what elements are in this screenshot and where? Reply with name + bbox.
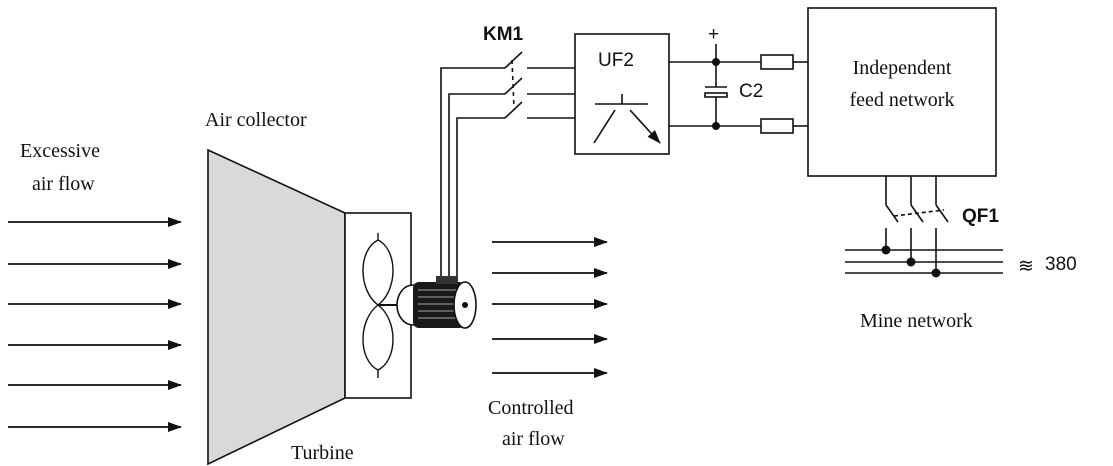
- network-node-1: [881, 245, 891, 255]
- converter-icon: [574, 33, 670, 155]
- voltage-label: 380: [1045, 254, 1077, 275]
- network-node-3: [931, 268, 941, 278]
- c2-label: C2: [739, 81, 763, 102]
- ac-symbol: ≋: [1018, 256, 1034, 277]
- independent-feed-network-box: [807, 7, 997, 177]
- capacitor-icon: [704, 62, 728, 126]
- air-collector: [207, 148, 346, 466]
- mine-network-label: Mine network: [860, 310, 973, 332]
- turbine-label: Turbine: [291, 442, 354, 464]
- km1-label: KM1: [483, 24, 524, 45]
- controlled-air-flow-arrows: [492, 237, 608, 378]
- controlled-air-flow-label-line1: Controlled: [488, 397, 574, 419]
- fan-icon: [362, 233, 394, 378]
- plus-label: +: [708, 24, 719, 45]
- feed-network-label-line2: feed network: [850, 89, 955, 111]
- qf1-label: QF1: [962, 206, 999, 227]
- fuse-icon: [760, 54, 794, 70]
- excessive-air-flow-label-line2: air flow: [32, 173, 95, 195]
- motor-icon: [396, 276, 477, 329]
- air-collector-label: Air collector: [205, 109, 307, 131]
- excessive-air-flow-label-line1: Excessive: [20, 140, 100, 162]
- fuse-icon: [760, 118, 794, 134]
- excessive-air-flow-arrows: [8, 217, 182, 432]
- feed-network-label-line1: Independent: [853, 57, 952, 79]
- network-node-2: [906, 257, 916, 267]
- uf2-label: UF2: [598, 50, 634, 71]
- contactor-icon: [504, 51, 575, 119]
- motor-cables: [440, 67, 505, 276]
- mine-network-lines: [845, 249, 1003, 274]
- controlled-air-flow-label-line2: air flow: [502, 428, 565, 450]
- breaker-icon: [885, 176, 949, 273]
